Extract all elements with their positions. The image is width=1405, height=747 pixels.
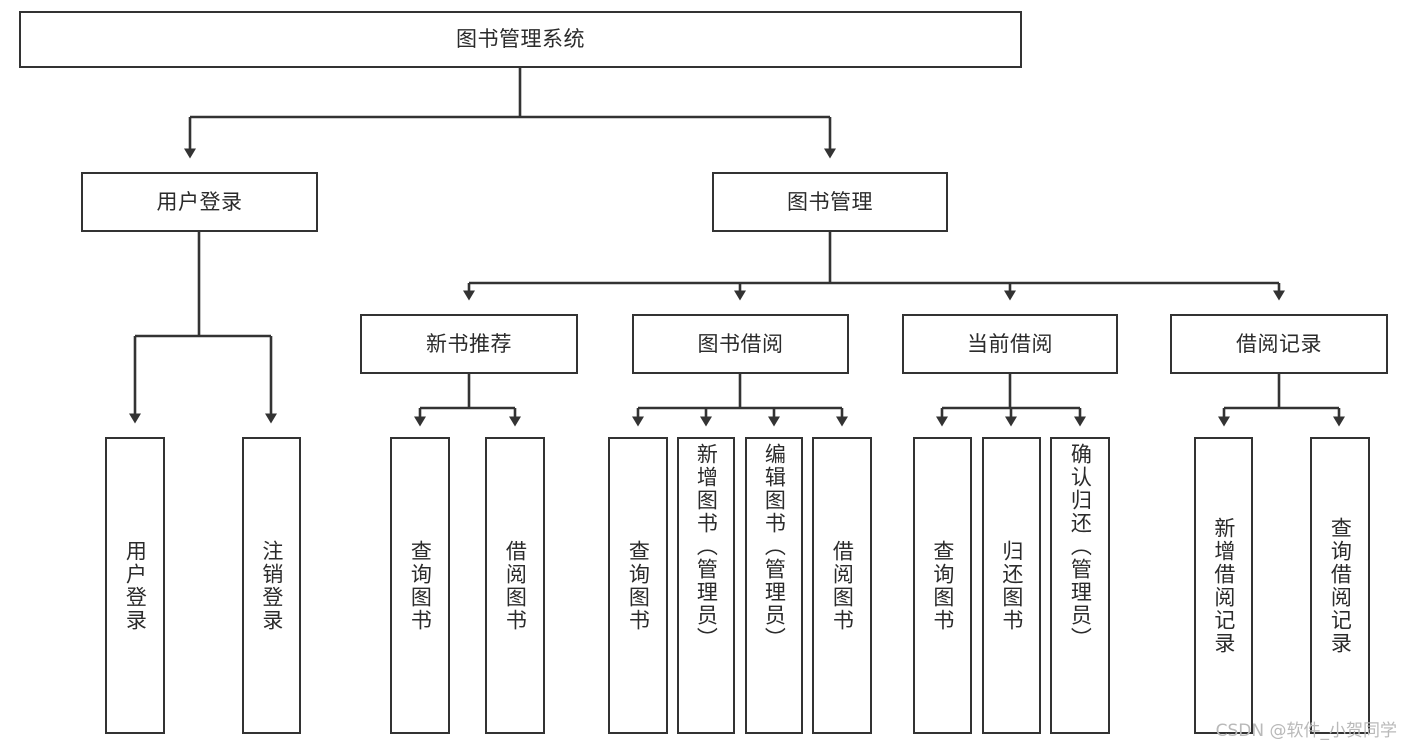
node-current-borrow[interactable]: 当前借阅 [902,314,1118,374]
node-label: 图书管理系统 [456,27,585,51]
leaf-user-login-signout[interactable]: 注销登录 [242,437,301,734]
node-label: 借阅图书 [830,539,855,632]
node-label: 归还图书 [999,539,1024,632]
node-label: 查询图书 [408,539,433,632]
leaf-borrow-edit-book-admin[interactable]: 编辑图书（管理员） [745,437,803,734]
node-label: 用户登录 [123,539,148,632]
node-book-management[interactable]: 图书管理 [712,172,948,232]
leaf-new-book-query-book[interactable]: 查询图书 [390,437,450,734]
leaf-borrow-add-book-admin[interactable]: 新增图书（管理员） [677,437,735,734]
leaf-record-add-record[interactable]: 新增借阅记录 [1194,437,1253,734]
leaf-current-confirm-return-admin[interactable]: 确认归还（管理员） [1050,437,1110,734]
node-label: 新增图书（管理员） [694,443,719,650]
node-user-login[interactable]: 用户登录 [81,172,318,232]
leaf-new-book-borrow-book[interactable]: 借阅图书 [485,437,545,734]
node-label: 图书借阅 [697,331,784,356]
leaf-current-return-book[interactable]: 归还图书 [982,437,1041,734]
node-label: 确认归还（管理员） [1068,443,1093,650]
node-label: 编辑图书（管理员） [762,443,787,650]
node-label: 查询图书 [626,539,651,632]
node-label: 新增借阅记录 [1211,516,1236,655]
node-label: 图书管理 [787,189,873,214]
node-root-book-management-system[interactable]: 图书管理系统 [19,11,1022,68]
leaf-borrow-borrow-book[interactable]: 借阅图书 [812,437,872,734]
node-label: 查询借阅记录 [1328,516,1353,655]
node-label: 借阅记录 [1236,331,1322,356]
node-label: 当前借阅 [967,331,1053,356]
node-label: 借阅图书 [503,539,528,632]
node-label: 注销登录 [259,539,284,632]
node-borrow-record[interactable]: 借阅记录 [1170,314,1388,374]
node-book-borrow[interactable]: 图书借阅 [632,314,849,374]
leaf-borrow-query-book[interactable]: 查询图书 [608,437,668,734]
node-label: 用户登录 [156,189,243,214]
leaf-record-query-record[interactable]: 查询借阅记录 [1310,437,1370,734]
node-label: 查询图书 [930,539,955,632]
leaf-current-query-book[interactable]: 查询图书 [913,437,972,734]
node-label: 新书推荐 [426,331,512,356]
leaf-user-login-signin[interactable]: 用户登录 [105,437,165,734]
node-new-book-recommend[interactable]: 新书推荐 [360,314,578,374]
